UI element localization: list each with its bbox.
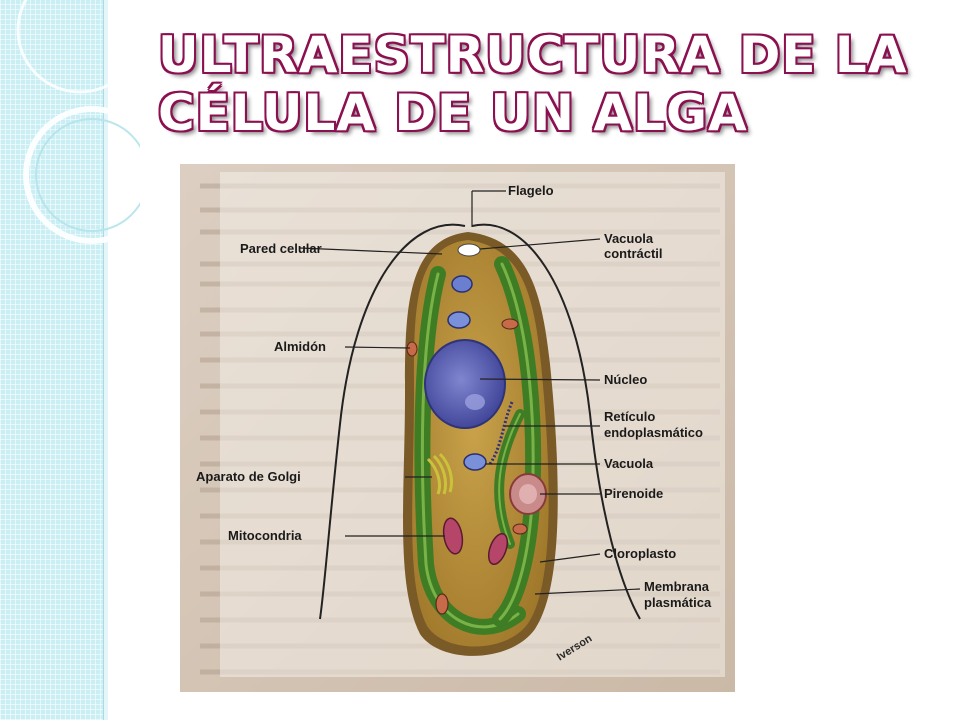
title-line-1: ULTRAESTRUCTURA DE LA — [158, 26, 908, 84]
nucleus — [424, 339, 506, 429]
label-vacuola-contractil-line2: contráctil — [604, 246, 663, 261]
vacuole — [463, 453, 487, 471]
pyrenoid-core — [519, 484, 537, 504]
chloroplast — [414, 256, 542, 635]
leader-lines — [299, 190, 641, 595]
label-vacuola-contractil-line1: Vacuola — [604, 231, 654, 246]
label-mitocondria: Mitocondria — [228, 528, 302, 543]
starch-grain — [435, 593, 449, 615]
label-pirenoide: Pirenoide — [604, 486, 664, 501]
side-divider-line — [103, 0, 108, 720]
golgi-apparatus — [426, 452, 454, 495]
contractile-vacuole — [457, 243, 481, 257]
label-reticulo-line2: endoplasmático — [604, 425, 703, 440]
nucleolus — [465, 394, 485, 410]
starch-grain — [512, 523, 528, 535]
label-nucleo: Núcleo — [604, 372, 648, 387]
slide-title: ULTRAESTRUCTURA DE LA CÉLULA DE UN ALGA — [158, 26, 938, 142]
title-line-2: CÉLULA DE UN ALGA — [158, 84, 748, 142]
mitochondrion — [442, 517, 464, 555]
label-flagelo: Flagelo — [508, 183, 554, 198]
flagellum-right — [471, 223, 641, 620]
label-aparato-de-golgi: Aparato de Golgi — [196, 469, 301, 484]
vacuole-small — [447, 311, 471, 329]
decorative-circles — [16, 0, 140, 244]
label-reticulo-line1: Retículo — [604, 409, 656, 424]
label-almidon: Almidón — [274, 339, 326, 354]
label-membrana-line1: Membrana — [644, 579, 710, 594]
endoplasmic-reticulum — [488, 401, 514, 465]
label-cloroplasto: Cloroplasto — [604, 546, 677, 561]
mitochondrion — [487, 532, 509, 566]
vacuole-small — [451, 275, 473, 293]
algae-cell-illustration — [180, 164, 735, 692]
label-pared-celular: Pared celular — [240, 241, 322, 256]
flagellum-left — [319, 223, 466, 620]
starch-grain — [501, 318, 519, 330]
algae-cell-diagram-photo: Flagelo Pared celular Vacuola contráctil… — [180, 164, 735, 692]
label-membrana-line2: plasmática — [644, 595, 712, 610]
starch-grain — [406, 341, 418, 357]
label-vacuola: Vacuola — [604, 456, 654, 471]
